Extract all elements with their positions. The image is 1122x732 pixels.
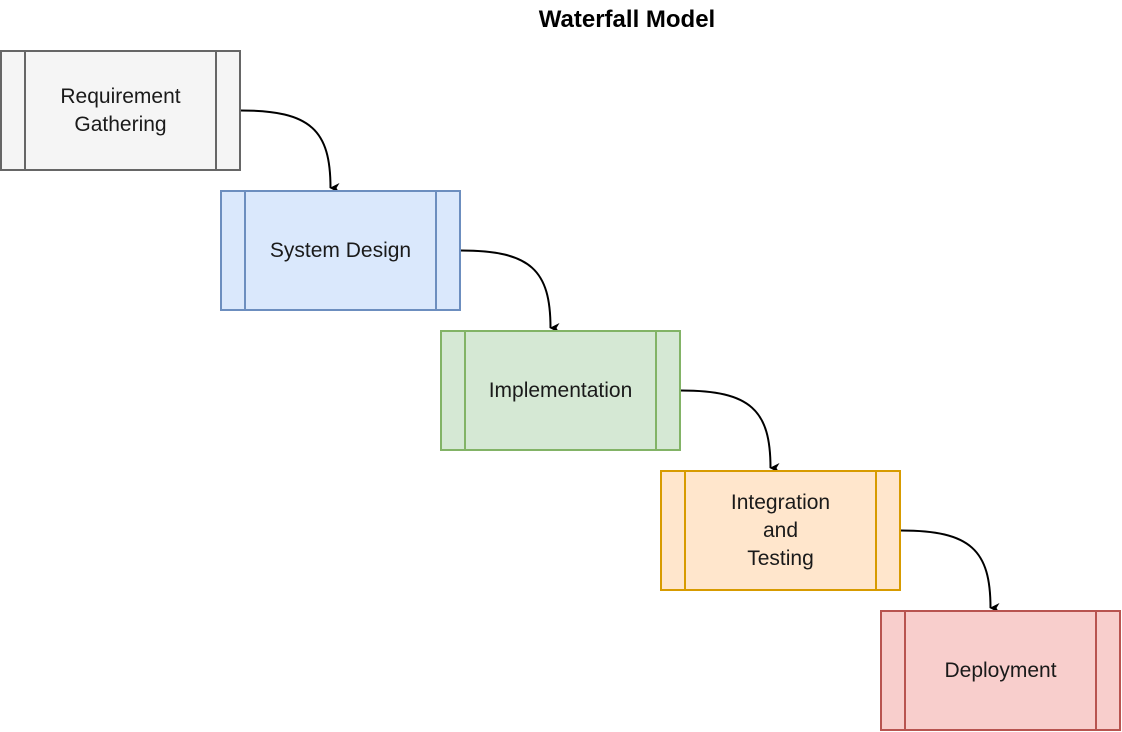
- diagram-title: Waterfall Model: [538, 6, 716, 33]
- process-bar-left: [24, 52, 26, 169]
- step-label: Requirement Gathering: [60, 84, 181, 136]
- arrow-connector-1: [240, 109, 340, 193]
- process-bar-left: [244, 192, 246, 309]
- arrow-connector-3: [680, 389, 780, 473]
- step-implementation[interactable]: Implementation: [440, 330, 681, 451]
- process-bar-left: [464, 332, 466, 449]
- step-label: System Design: [269, 238, 412, 262]
- step-system-design[interactable]: System Design: [220, 190, 461, 311]
- step-label: Integration and Testing: [730, 490, 831, 570]
- step-integration-testing[interactable]: Integration and Testing: [660, 470, 901, 591]
- process-bar-right: [215, 52, 217, 169]
- process-bar-left: [904, 612, 906, 729]
- arrow-connector-4: [900, 529, 1000, 613]
- step-requirement-gathering[interactable]: Requirement Gathering: [0, 50, 241, 171]
- process-bar-right: [875, 472, 877, 589]
- process-bar-right: [655, 332, 657, 449]
- process-bar-right: [1095, 612, 1097, 729]
- step-deployment[interactable]: Deployment: [880, 610, 1121, 731]
- step-label: Deployment: [944, 658, 1057, 682]
- process-bar-right: [435, 192, 437, 309]
- step-label: Implementation: [488, 378, 633, 402]
- arrow-connector-2: [460, 249, 560, 333]
- process-bar-left: [684, 472, 686, 589]
